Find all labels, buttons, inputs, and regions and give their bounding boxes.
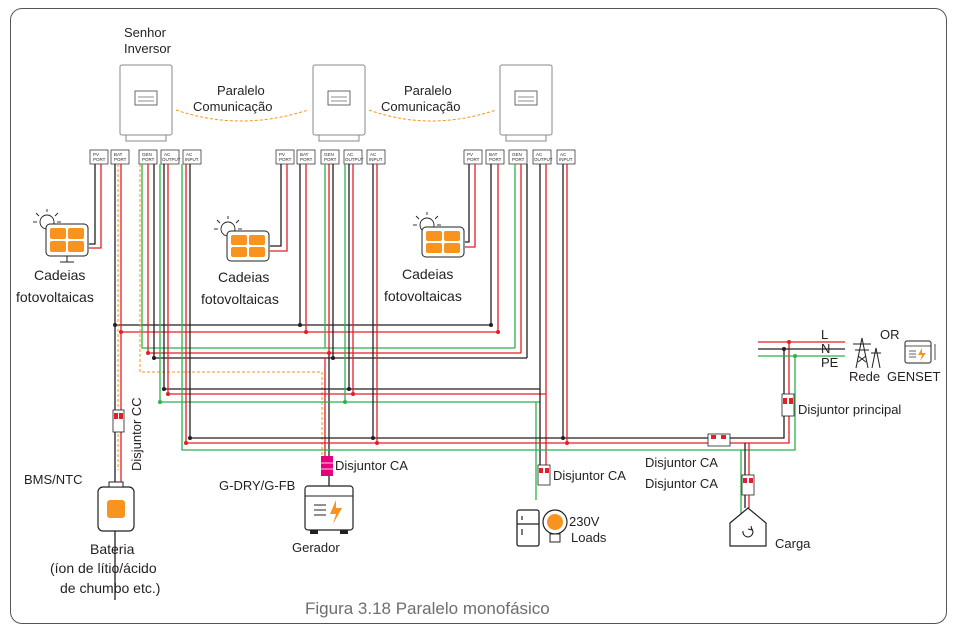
pv-panel-icon — [413, 212, 465, 258]
port-label: PORT — [279, 157, 292, 162]
port-label: PV — [93, 152, 99, 157]
port-label: PORT — [324, 157, 337, 162]
master-inverter-label-2: Inversor — [124, 41, 172, 56]
port-label: AC — [560, 152, 567, 157]
ac-output-bus — [158, 164, 547, 500]
pv-strings-label-3a: Cadeias — [402, 266, 453, 282]
pv-strings-label-1a: Cadeias — [34, 267, 85, 283]
port-label: AC — [164, 152, 171, 157]
generator-label: Gerador — [292, 540, 340, 555]
inverter-slave-1 — [312, 64, 366, 142]
pv-strings-label-1b: fotovoltaicas — [16, 289, 94, 305]
ac-breaker-loads — [537, 464, 551, 486]
port-label: BAT — [114, 152, 123, 157]
pv-wiring — [89, 164, 476, 252]
pv-strings-label-2b: fotovoltaicas — [201, 291, 279, 307]
inverter-master — [119, 64, 173, 142]
battery-label-1: Bateria — [90, 541, 135, 557]
main-breaker-label: Disjuntor principal — [798, 402, 901, 417]
port-label: OUTPUT — [345, 157, 364, 162]
diagram-frame — [10, 8, 947, 624]
pv-strings-label-2a: Cadeias — [218, 269, 269, 285]
ac-breaker-generator — [321, 456, 333, 476]
bulb-icon — [542, 509, 568, 543]
grid-tower-icon — [853, 337, 881, 369]
or-label: OR — [880, 327, 900, 342]
ac-breaker-loads-label: Disjuntor CA — [553, 468, 626, 483]
port-label: AC — [370, 152, 377, 157]
ac-breaker-load — [741, 474, 755, 496]
port-label: GEN — [142, 152, 152, 157]
ac-breaker-load-label: Disjuntor CA — [645, 476, 718, 491]
gdry-label: G-DRY/G-FB — [219, 478, 295, 493]
port-label: PORT — [300, 157, 313, 162]
l-label: L — [821, 327, 828, 342]
grid-label: Rede — [849, 369, 880, 384]
parallel-comm-label-1: Paralelo — [217, 83, 265, 98]
house-icon — [729, 495, 767, 547]
battery-label-2: (íon de lítio/ácido — [50, 560, 157, 576]
pe-label: PE — [821, 355, 839, 370]
port-label: AC — [536, 152, 543, 157]
port-label: INPUT — [369, 157, 383, 162]
parallel-comm-sub-2: Comunicação — [381, 99, 461, 114]
master-inverter-label-1: Senhor — [124, 25, 167, 40]
load-label: Carga — [775, 536, 811, 551]
loads-label: Loads — [571, 530, 607, 545]
ac-breaker-bypass-label: Disjuntor CA — [645, 455, 718, 470]
port-label: GEN — [512, 152, 522, 157]
parallel-comm-label-2: Paralelo — [404, 83, 452, 98]
ac-breaker-gen-label: Disjuntor CA — [335, 458, 408, 473]
battery-label-3: de chumbo etc.) — [60, 580, 160, 596]
port-label: PORT — [93, 157, 106, 162]
ac-input-bus — [181, 164, 845, 515]
port-label: INPUT — [559, 157, 573, 162]
gen-bus — [139, 164, 528, 456]
port-label: INPUT — [185, 157, 199, 162]
inverter-slave-2 — [499, 64, 553, 142]
port-label: PORT — [142, 157, 155, 162]
port-label: OUTPUT — [162, 157, 181, 162]
port-label: PORT — [114, 157, 127, 162]
parallel-comm-line-1 — [175, 109, 309, 122]
pv-panel-icon — [214, 216, 270, 262]
port-label: PV — [279, 152, 285, 157]
port-group-3: PV PORT BAT PORT GEN PORT AC OUTPUT AC I… — [463, 149, 576, 165]
genset-icon — [904, 340, 936, 364]
dc-breaker — [112, 409, 125, 433]
pv-strings-label-3b: fotovoltaicas — [384, 288, 462, 304]
fridge-icon — [516, 509, 540, 547]
port-group-1: PV PORT BAT PORT GEN PORT AC OUTPUT AC I… — [89, 149, 202, 165]
dc-bus — [113, 164, 500, 600]
port-label: PORT — [489, 157, 502, 162]
port-label: AC — [186, 152, 193, 157]
parallel-comm-sub-1: Comunicação — [193, 99, 273, 114]
main-breaker — [781, 393, 795, 417]
bms-ntc-label: BMS/NTC — [24, 472, 83, 487]
ac-breaker-bypass — [707, 433, 731, 447]
port-label: PV — [467, 152, 473, 157]
n-label: N — [821, 341, 830, 356]
port-label: BAT — [489, 152, 498, 157]
loads-voltage-label: 230V — [569, 514, 600, 529]
port-label: OUTPUT — [534, 157, 553, 162]
pv-panel-icon — [33, 209, 89, 263]
port-label: BAT — [300, 152, 309, 157]
port-label: GEN — [324, 152, 334, 157]
port-label: AC — [347, 152, 354, 157]
port-group-2: PV PORT BAT PORT GEN PORT AC OUTPUT AC I… — [275, 149, 386, 165]
dc-breaker-label: Disjuntor CC — [129, 397, 144, 471]
port-label: PORT — [512, 157, 525, 162]
port-label: PORT — [467, 157, 480, 162]
battery-icon — [97, 481, 135, 532]
genset-label: GENSET — [887, 369, 941, 384]
figure-caption: Figura 3.18 Paralelo monofásico — [305, 599, 550, 618]
generator-icon — [304, 485, 354, 534]
